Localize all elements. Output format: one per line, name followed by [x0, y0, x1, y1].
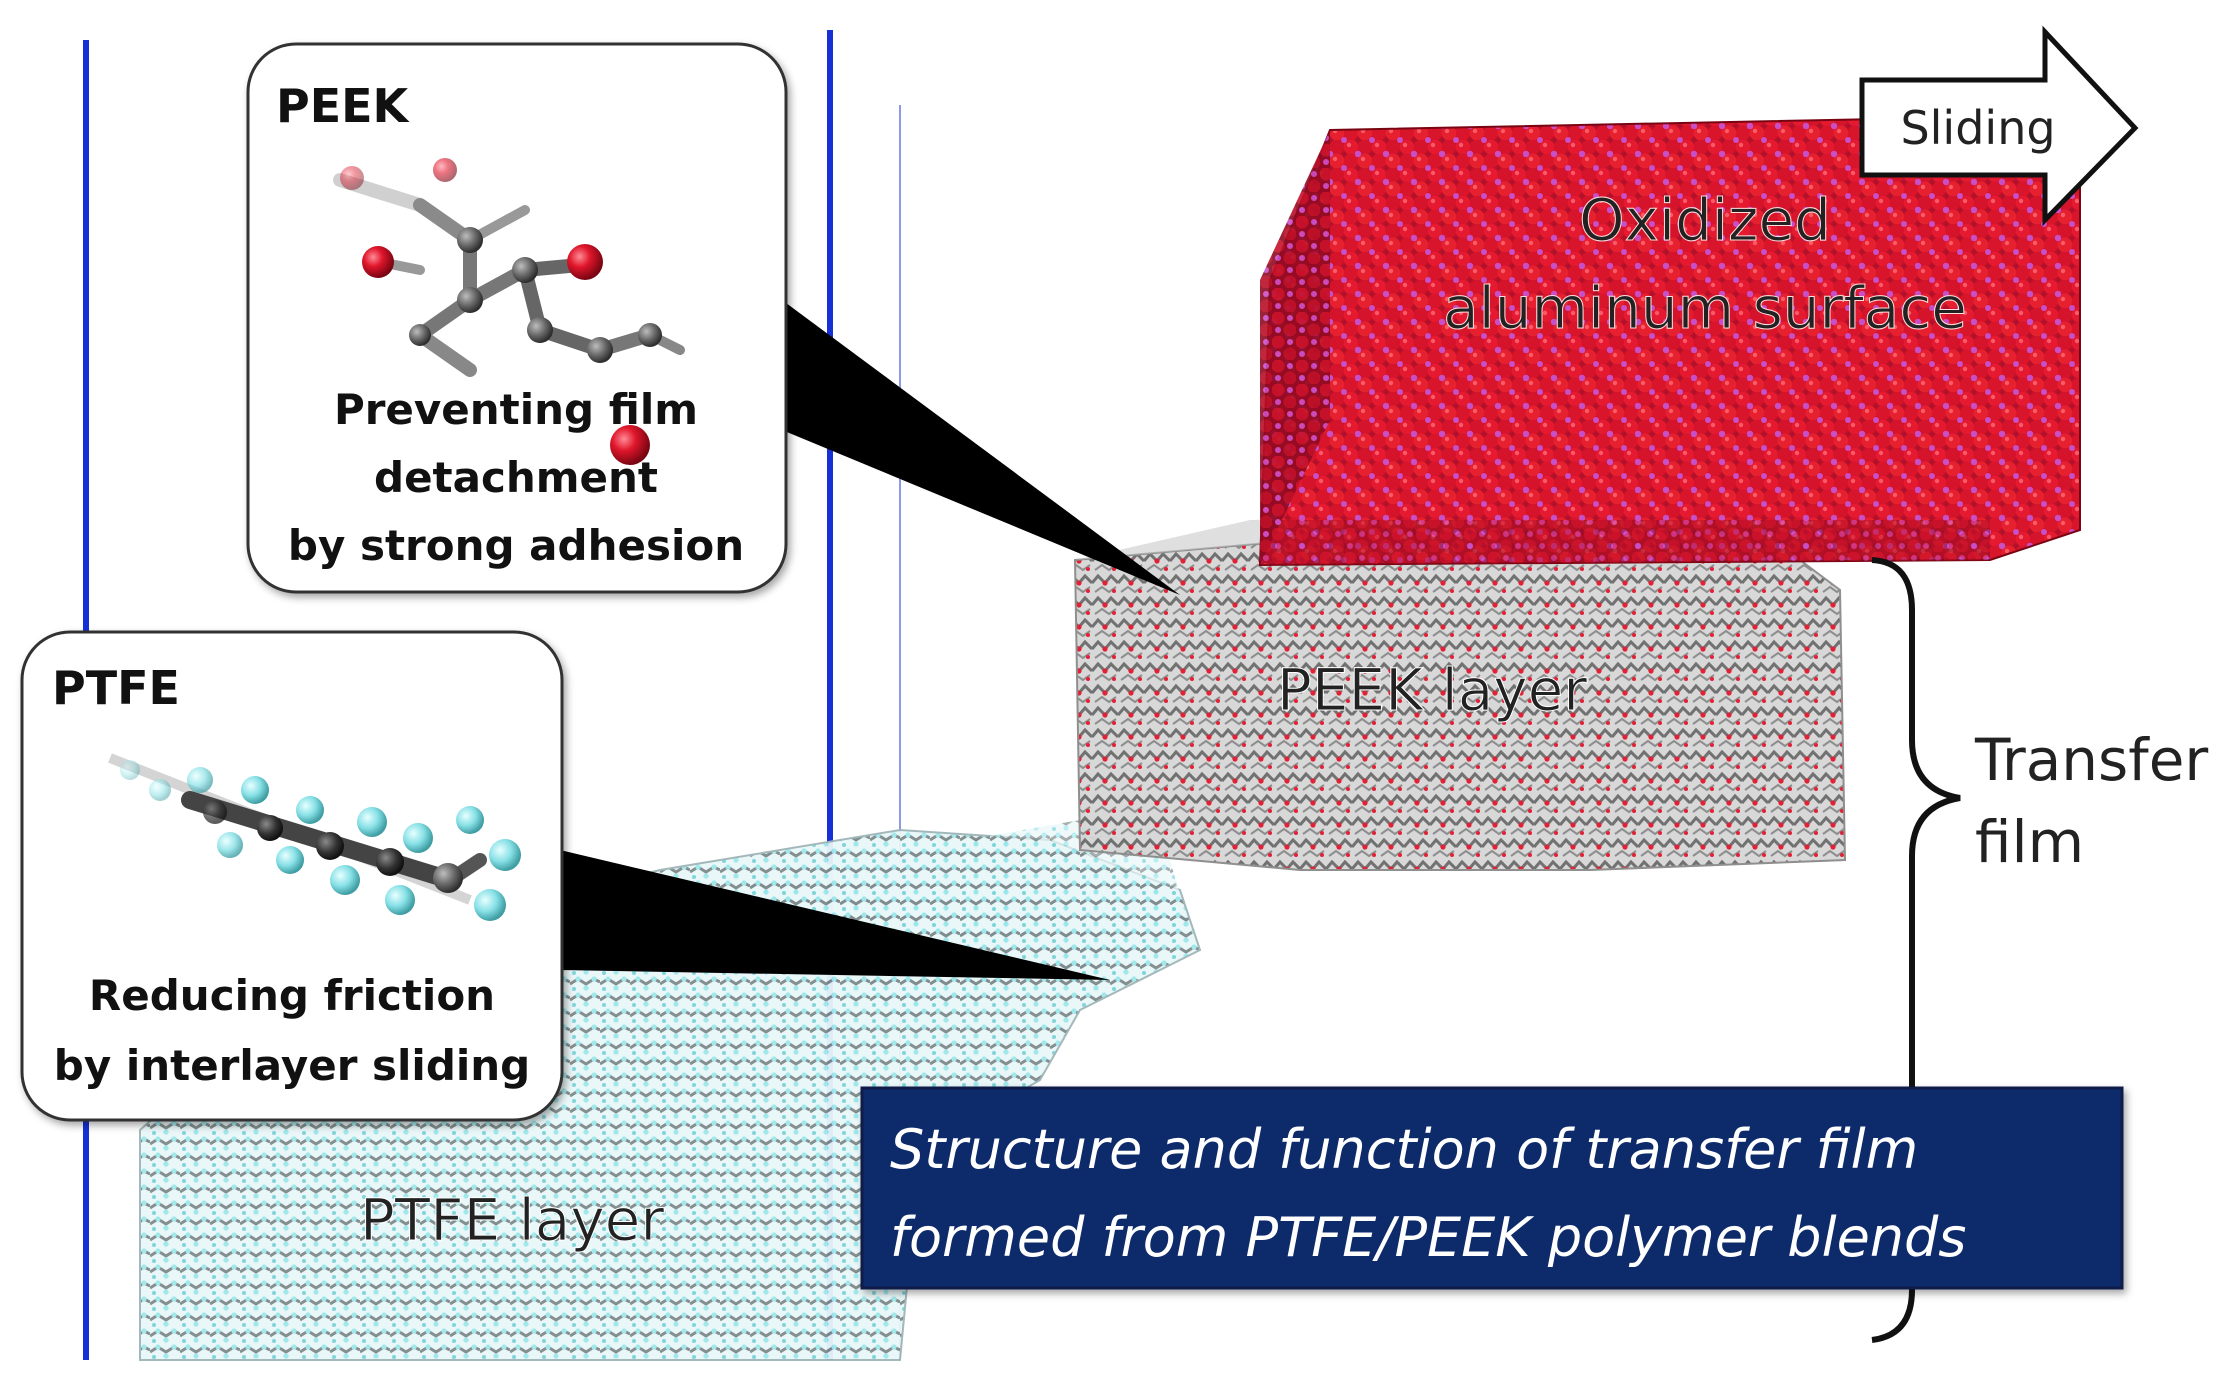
peek-callout [246, 42, 788, 594]
ptfe-callout-desc-line2: by interlayer sliding [54, 1041, 531, 1090]
oxide-label-line1: Oxidized [1579, 186, 1831, 254]
ptfe-layer-label: PTFE layer [360, 1186, 665, 1254]
caption-box [860, 1086, 2124, 1290]
oxidized-aluminum-block [1258, 113, 2081, 567]
peek-molecule [333, 158, 685, 465]
peek-layer-label: PEEK layer [1277, 656, 1587, 724]
ptfe-callout-desc-line1: Reducing friction [89, 971, 495, 1020]
transfer-film-brace [1871, 557, 1961, 1343]
peek-pointer [782, 300, 1180, 595]
caption-line1: Structure and function of transfer film [890, 1118, 1918, 1181]
peek-callout-title: PEEK [276, 79, 411, 133]
sliding-arrow: Sliding [1859, 25, 2139, 227]
caption-line2: formed from PTFE/PEEK polymer blends [890, 1206, 1966, 1269]
ptfe-molecule [108, 753, 521, 921]
ptfe-callout-title: PTFE [52, 661, 180, 715]
transfer-film-line2: film [1975, 808, 2084, 876]
peek-callout-desc-line1: Preventing film [334, 385, 698, 434]
peek-callout-desc-line3: by strong adhesion [288, 521, 744, 570]
peek-callout-desc-line2: detachment [374, 453, 658, 502]
ptfe-callout [20, 630, 564, 1122]
transfer-film-line1: Transfer [1974, 726, 2208, 794]
ptfe-pointer [560, 850, 1110, 980]
oxide-label-line2: aluminum surface [1443, 274, 1967, 342]
sliding-label: Sliding [1900, 101, 2055, 155]
